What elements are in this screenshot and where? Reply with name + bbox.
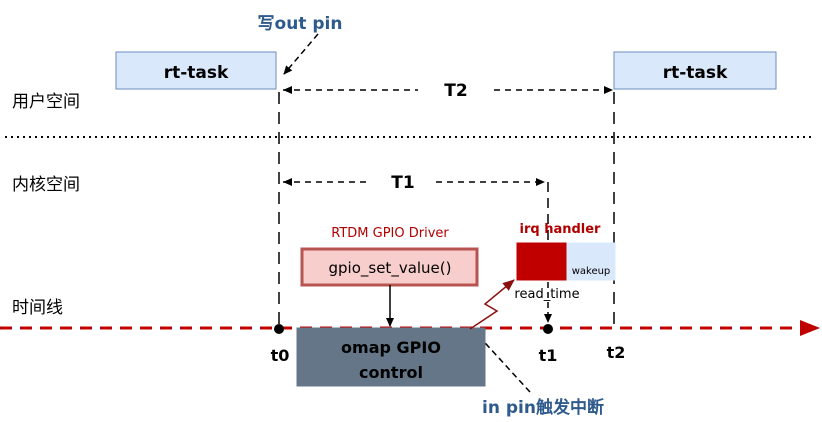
read-time-label: read_time: [514, 287, 579, 302]
in-pin-interrupt-label: in pin触发中断: [482, 397, 604, 418]
rtdm-driver-caption: RTDM GPIO Driver: [331, 226, 449, 241]
rt-task-label-1: rt-task: [164, 63, 229, 83]
rt-task-label-2: rt-task: [663, 63, 728, 83]
gpio-set-value-label: gpio_set_value(): [329, 259, 452, 278]
t0-dot: [274, 324, 284, 334]
rt-task-box-2: [613, 51, 777, 90]
wakeup-label: wakeup: [572, 266, 611, 277]
omap-label-line1: omap GPIO: [341, 338, 441, 357]
t1-point-label: t1: [539, 346, 558, 365]
write-out-pin-arrow: [283, 33, 319, 75]
wakeup-box: [566, 242, 616, 281]
omap-gpio-control-box: [296, 327, 486, 387]
timeline-label: 时间线: [12, 298, 63, 318]
t2-label: T2: [444, 81, 467, 101]
in-pin-interrupt-arrow: [475, 332, 531, 393]
t1-label: T1: [391, 173, 414, 193]
t0-label: t0: [271, 346, 290, 365]
irq-handler-box: [516, 242, 568, 281]
user-space-label: 用户空间: [12, 92, 80, 112]
t1-dot: [543, 324, 553, 334]
omap-label-line2: control: [359, 363, 423, 382]
kernel-space-label: 内核空间: [12, 175, 80, 195]
write-out-pin-label: 写out pin: [258, 14, 343, 34]
rt-task-box-1: [115, 51, 277, 90]
t2-point-label: t2: [607, 343, 626, 362]
interrupt-lightning-arrow: [469, 279, 515, 330]
irq-handler-label: irq handler: [520, 222, 602, 237]
